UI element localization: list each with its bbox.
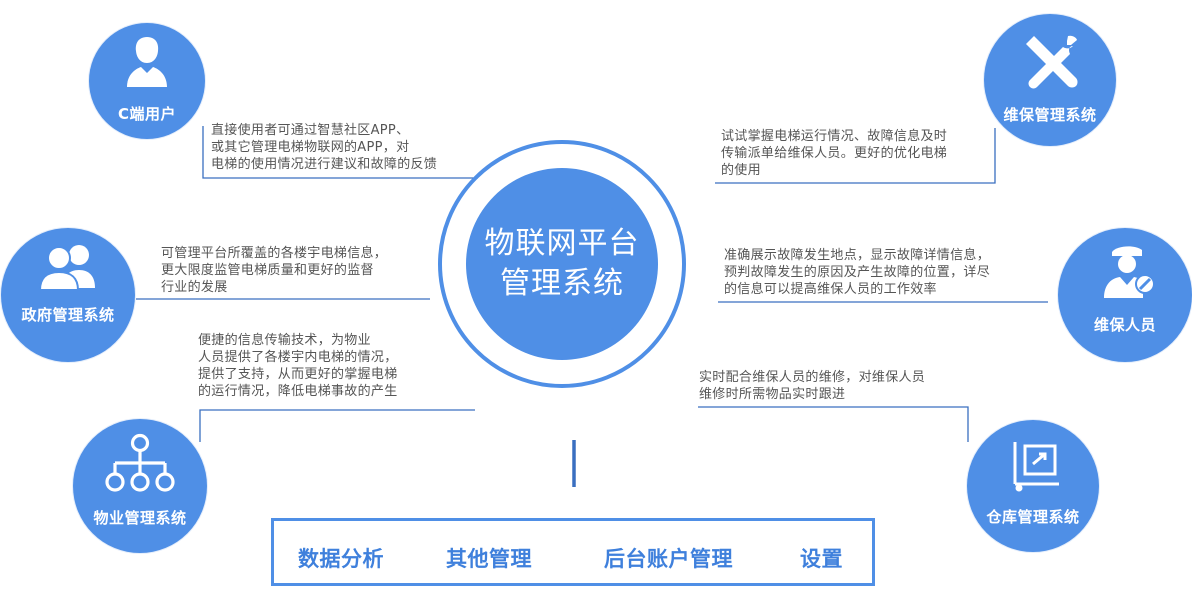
center-ring bbox=[438, 140, 686, 388]
desc-line: 人员提供了各楼宇内电梯的情况， bbox=[198, 350, 398, 365]
node-warehouse-label: 仓库管理系统 bbox=[986, 508, 1080, 526]
desc-line: 试试掌握电梯运行情况、故障信息及时 bbox=[721, 129, 948, 144]
users-group-icon bbox=[38, 245, 95, 291]
node-warehouse: 仓库管理系统 bbox=[967, 420, 1099, 552]
connector-maintenance-system bbox=[715, 128, 996, 184]
node-property-label: 物业管理系统 bbox=[93, 509, 187, 527]
desc-property: 便捷的信息传输技术，为物业 人员提供了各楼宇内电梯的情况， 提供了支持，从而更好… bbox=[198, 332, 398, 400]
desc-gov: 可管理平台所覆盖的各楼宇电梯信息， 更大限度监管电梯质量和更好的监督 行业的发展 bbox=[161, 245, 387, 296]
desc-line: 预判故障发生的原因及产生故障的位置，详尽 bbox=[724, 265, 991, 280]
node-gov-label: 政府管理系统 bbox=[21, 306, 115, 324]
desc-line: 更大限度监管电梯质量和更好的监督 bbox=[161, 263, 374, 278]
desc-line: 的使用 bbox=[721, 163, 761, 178]
desc-line: 行业的发展 bbox=[161, 280, 228, 295]
center-title-line1: 物联网平台 bbox=[484, 226, 640, 261]
desc-line: 可管理平台所覆盖的各楼宇电梯信息， bbox=[161, 246, 388, 261]
center-node: 物联网平台 管理系统 bbox=[466, 168, 658, 360]
desc-line: 传输派单给维保人员。更好的优化电梯 bbox=[721, 146, 948, 161]
connector-c-user bbox=[202, 126, 478, 179]
org-chart-icon bbox=[105, 433, 175, 492]
node-property: 物业管理系统 bbox=[73, 419, 207, 553]
desc-line: 便捷的信息传输技术，为物业 bbox=[198, 333, 371, 348]
desc-line: 维修时所需物品实时跟进 bbox=[699, 387, 846, 402]
desc-maintenance-system: 试试掌握电梯运行情况、故障信息及时 传输派单给维保人员。更好的优化电梯 的使用 bbox=[721, 128, 947, 179]
desc-line: 电梯的使用情况进行建议和故障的反馈 bbox=[211, 157, 438, 172]
node-maintenance-staff-label: 维保人员 bbox=[1093, 316, 1156, 334]
node-maintenance-staff: 维保人员 bbox=[1058, 228, 1192, 362]
desc-line: 的信息可以提高维保人员的工作效率 bbox=[724, 282, 937, 297]
desc-line: 准确展示故障发生地点，显示故障详情信息， bbox=[724, 248, 991, 263]
tools-icon bbox=[1026, 35, 1078, 89]
menu-item-other-management[interactable]: 其他管理 bbox=[446, 547, 532, 571]
worker-icon bbox=[1104, 246, 1155, 298]
menu-item-account-management[interactable]: 后台账户管理 bbox=[604, 547, 733, 571]
desc-warehouse: 实时配合维保人员的维修，对维保人员 维修时所需物品实时跟进 bbox=[699, 369, 925, 403]
warehouse-icon bbox=[1013, 442, 1059, 492]
desc-line: 的运行情况，降低电梯事故的产生 bbox=[198, 384, 398, 399]
user-icon bbox=[127, 37, 167, 87]
bottom-menu: 数据分析 其他管理 后台账户管理 设置 bbox=[271, 518, 875, 586]
desc-line: 或其它管理电梯物联网的APP，对 bbox=[211, 140, 410, 155]
node-c-user-label: C端用户 bbox=[117, 105, 176, 123]
connector-warehouse bbox=[698, 406, 969, 442]
desc-maintenance-staff: 准确展示故障发生地点，显示故障详情信息， 预判故障发生的原因及产生故障的位置，详… bbox=[724, 247, 990, 298]
desc-line: 实时配合维保人员的维修，对维保人员 bbox=[699, 370, 926, 385]
desc-c-user: 直接使用者可通过智慧社区APP、 或其它管理电梯物联网的APP，对 电梯的使用情… bbox=[211, 122, 437, 173]
connector-property bbox=[199, 409, 475, 442]
desc-line: 直接使用者可通过智慧社区APP、 bbox=[211, 123, 410, 138]
menu-item-data-analysis[interactable]: 数据分析 bbox=[298, 547, 384, 571]
node-maintenance-system-label: 维保管理系统 bbox=[1003, 106, 1097, 124]
menu-item-settings[interactable]: 设置 bbox=[800, 547, 843, 571]
center-title-line2: 管理系统 bbox=[500, 266, 624, 301]
node-gov: 政府管理系统 bbox=[1, 228, 135, 362]
node-maintenance-system: 维保管理系统 bbox=[984, 14, 1116, 146]
node-c-user: C端用户 bbox=[89, 23, 205, 139]
desc-line: 提供了支持，从而更好的掌握电梯 bbox=[198, 367, 398, 382]
